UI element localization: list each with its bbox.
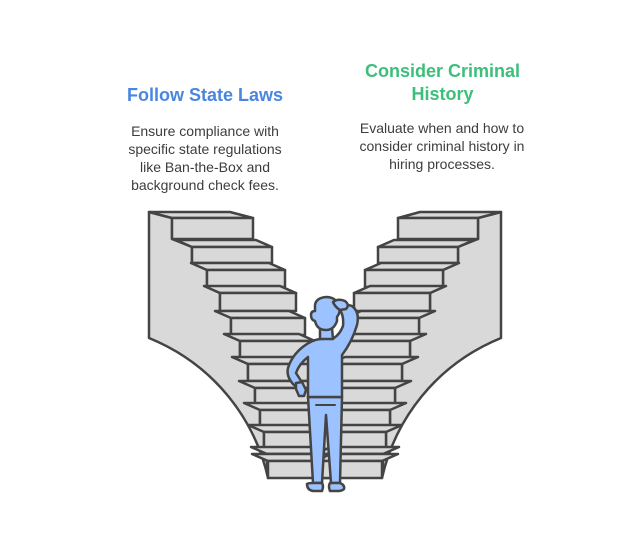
step-riser	[229, 316, 307, 337]
step-riser	[352, 291, 432, 313]
step-riser	[363, 268, 445, 289]
right-option-description: Evaluate when and how to consider crimin…	[359, 120, 525, 172]
right-option-title: Consider Criminal History	[345, 60, 540, 106]
step-riser	[313, 459, 384, 480]
left-option-title: Follow State Laws	[126, 85, 284, 105]
step-riser	[396, 216, 480, 241]
right-option-title-line2: History	[411, 84, 474, 104]
right-option-title-line1: Consider Criminal	[364, 61, 521, 81]
thinking-person-icon	[286, 295, 360, 493]
step-riser	[218, 291, 298, 313]
left-option-description: Ensure compliance with specific state re…	[128, 123, 282, 193]
step-riser	[205, 268, 287, 289]
step-riser	[376, 245, 460, 265]
step-riser	[170, 216, 255, 241]
step-riser	[190, 245, 274, 265]
